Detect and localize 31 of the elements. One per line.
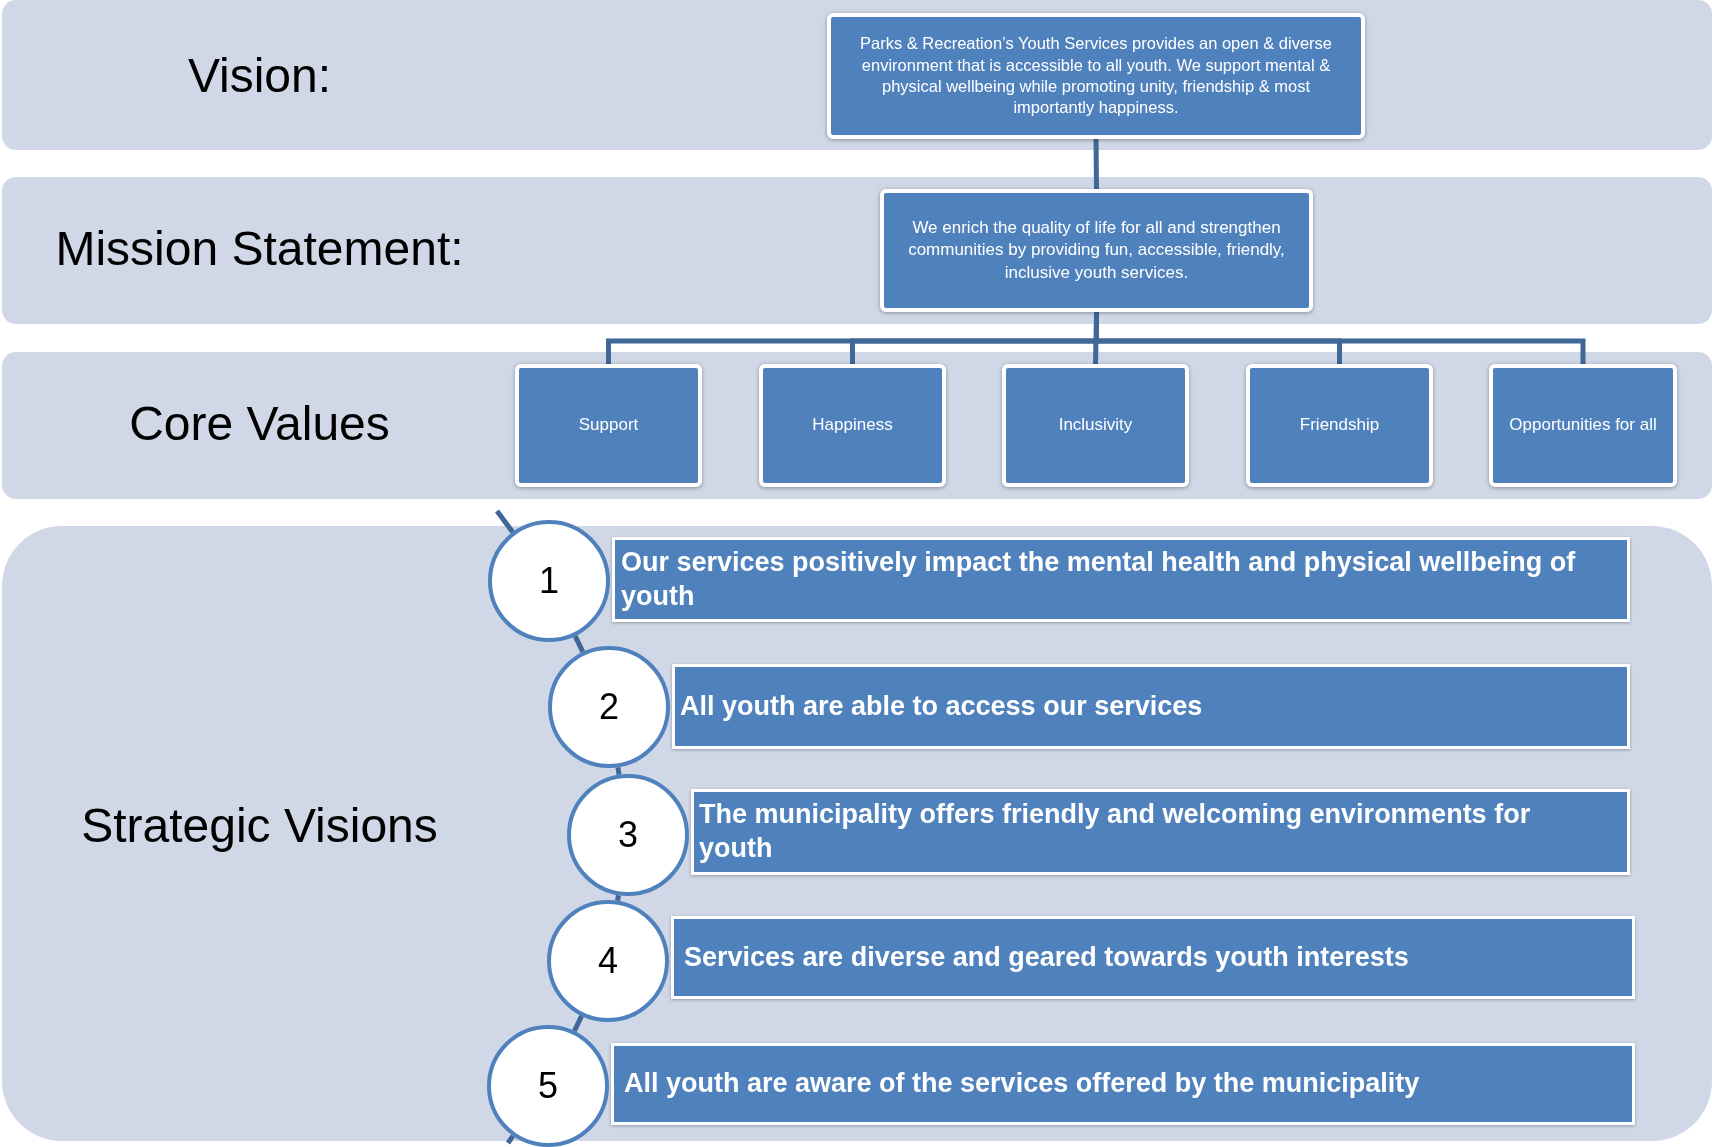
value-box: Friendship <box>1246 364 1433 487</box>
vision-bar: All youth are able to access our services <box>672 664 1630 749</box>
connector-line <box>505 1134 515 1145</box>
section-heading: Strategic Visions <box>80 798 439 853</box>
value-box: Support <box>515 364 702 487</box>
connector-line <box>615 766 622 776</box>
connector-line <box>495 509 515 534</box>
number-circle: 3 <box>567 774 689 896</box>
vision-bar: Services are diverse and geared towards youth interests <box>671 916 1635 999</box>
mission-box: We enrich the quality of life for all and strengthen communities by providing fun, accessible, friendly, inclusive youth services. <box>880 189 1313 312</box>
value-box: Opportunities for all <box>1489 364 1677 487</box>
number-circle: 5 <box>487 1025 609 1147</box>
vision-bar: Our services positively impact the mental health and physical wellbeing of youth <box>612 537 1630 622</box>
section-heading: Mission Statement: <box>54 221 465 276</box>
value-box: Happiness <box>759 364 946 487</box>
section-heading: Vision: <box>186 48 333 103</box>
core-values-band <box>2 352 1712 499</box>
connector-line <box>615 894 621 902</box>
number-circle: 2 <box>548 646 670 768</box>
number-circle: 4 <box>547 900 669 1022</box>
vision-band <box>2 0 1712 150</box>
vision-box: Parks & Recreation’s Youth Services provides an open & diverse environment that is accessible to all youth. We support mental & physical wellbeing while promoting unity, friendship & most importantly happiness. <box>827 13 1365 139</box>
value-box: Inclusivity <box>1002 364 1189 487</box>
connector-line <box>572 1014 584 1033</box>
number-circle: 1 <box>488 520 610 642</box>
connector-line <box>1093 138 1099 190</box>
connector-line <box>572 635 586 653</box>
vision-bar: The municipality offers friendly and welcoming environments for youth <box>691 789 1630 875</box>
vision-bar: All youth are aware of the services offered by the municipality <box>611 1043 1635 1125</box>
section-heading: Core Values <box>128 396 391 451</box>
mission-band <box>2 177 1712 324</box>
